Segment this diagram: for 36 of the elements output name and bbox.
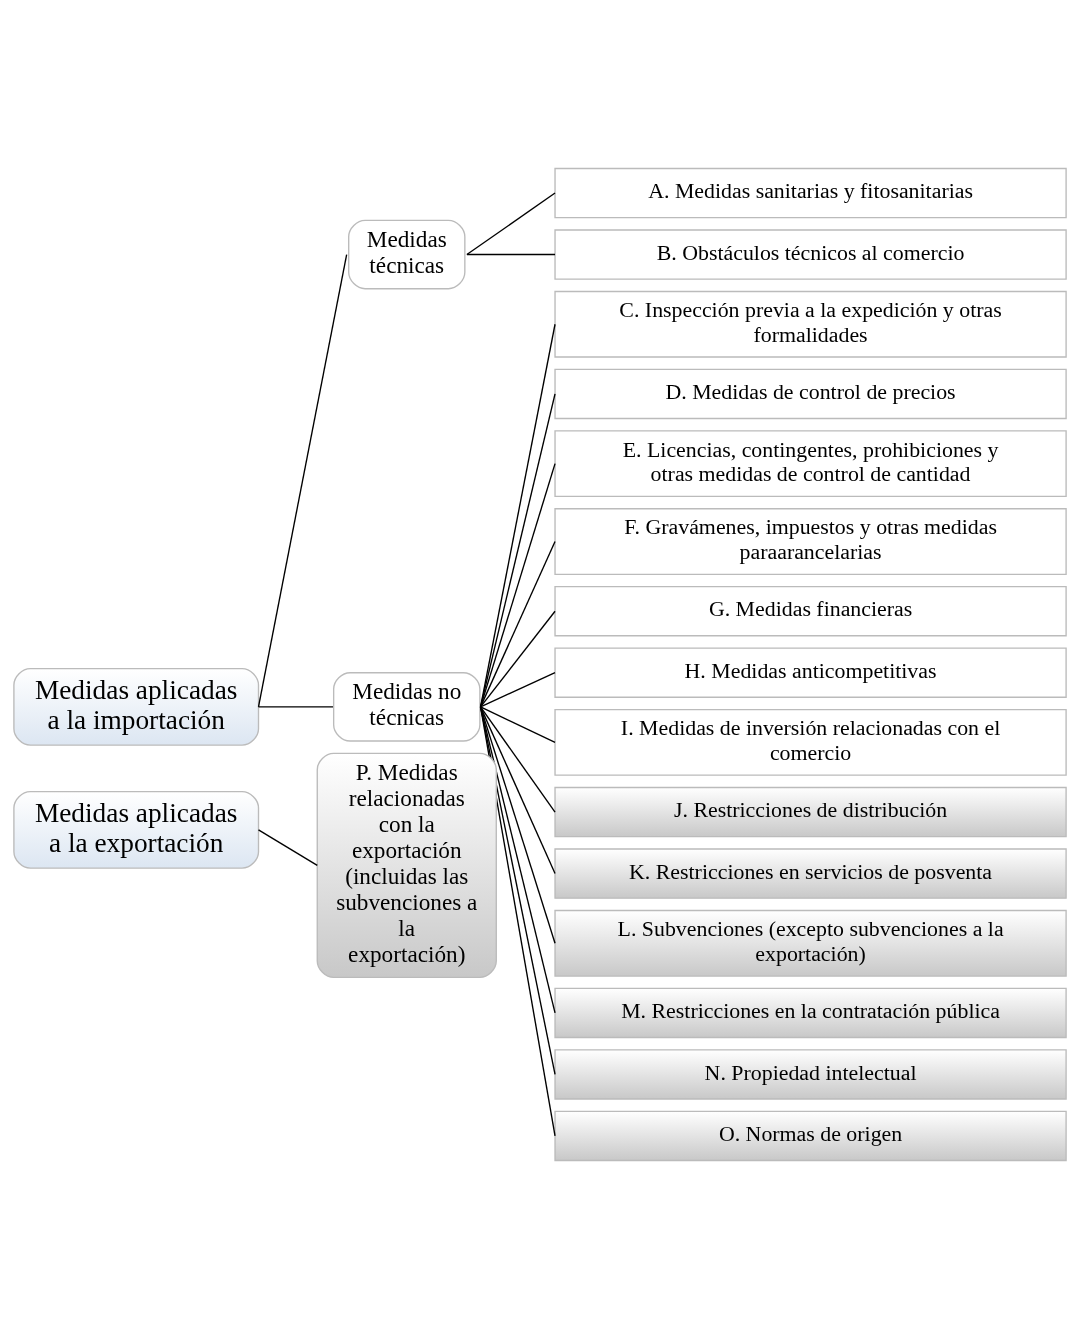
node-box: H. Medidas anticompetitivas	[554, 646, 1067, 698]
node-box: E. Licencias, contingentes, prohibiciones y otras medidas de control de cantidad	[554, 429, 1067, 497]
node-box: F. Gravámenes, impuestos y otras medidas paraarancelarias	[554, 507, 1067, 575]
connector	[479, 705, 556, 944]
node-box: I. Medidas de inversión relacionadas con el comercio	[554, 708, 1067, 776]
connector	[466, 191, 556, 255]
connector	[479, 671, 556, 708]
connector	[257, 828, 318, 866]
node-box: Medidas no técnicas	[332, 671, 481, 742]
connector	[479, 705, 556, 874]
node-box: L. Subvenciones (excepto subvenciones a la exportación)	[554, 909, 1067, 977]
node-box: C. Inspección previa a la expedición y otras formalidades	[554, 290, 1067, 358]
node-box: P. Medidas relacionadas con la exportación (incluidas las subvenciones a la exportación)	[316, 752, 497, 978]
connector	[257, 705, 334, 708]
connector	[479, 392, 556, 708]
node-box: N. Propiedad intelectual	[554, 1048, 1067, 1100]
node-box: B. Obstáculos técnicos al comercio	[554, 228, 1067, 280]
node-box: K. Restricciones en servicios de posventa	[554, 847, 1067, 899]
connector	[479, 705, 556, 743]
connector	[479, 610, 556, 708]
connector	[479, 462, 556, 708]
connector	[479, 705, 556, 813]
node-box: J. Restricciones de distribución	[554, 786, 1067, 837]
node-box: G. Medidas financieras	[554, 585, 1067, 636]
connector	[479, 323, 556, 708]
node-box: Medidas aplicadas a la exportación	[13, 790, 260, 869]
connector	[466, 253, 556, 255]
connector	[479, 540, 556, 708]
node-box: Medidas técnicas	[348, 219, 466, 289]
connector	[479, 705, 556, 1014]
node-box: D. Medidas de control de precios	[554, 368, 1067, 419]
node-box: M. Restricciones en la contratación pública	[554, 987, 1067, 1038]
connector	[257, 253, 348, 708]
node-box: O. Normas de origen	[554, 1110, 1067, 1161]
node-box: Medidas aplicadas a la importación	[13, 667, 260, 746]
node-box: A. Medidas sanitarias y fitosanitarias	[554, 167, 1067, 218]
